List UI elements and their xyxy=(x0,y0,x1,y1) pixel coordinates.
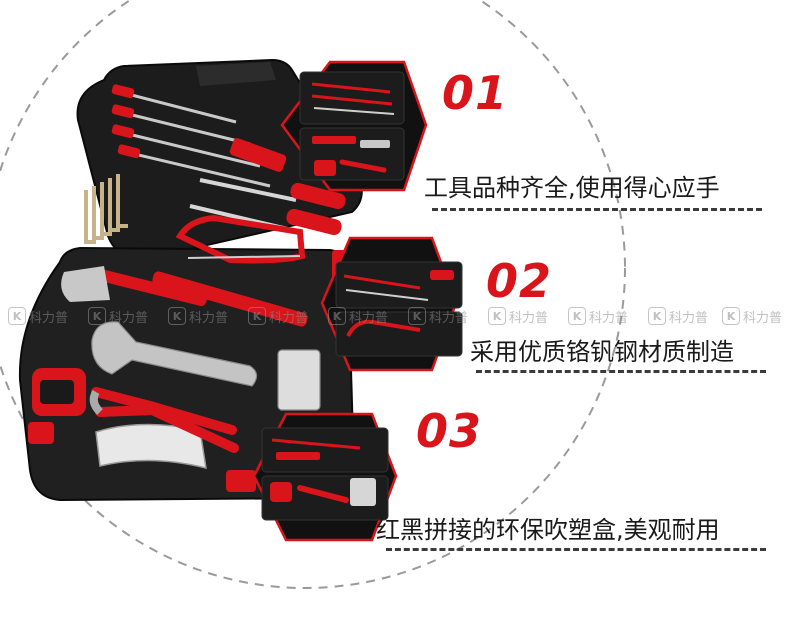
hexagon-detail-02 xyxy=(320,236,463,372)
pliers xyxy=(89,387,239,453)
feature-number-02: 02 xyxy=(486,254,553,308)
case-handle xyxy=(95,423,207,470)
watermark-logo-icon: K xyxy=(248,307,266,325)
hex-key-set xyxy=(84,174,128,244)
hacksaw xyxy=(175,214,306,264)
dashed-divider-02 xyxy=(476,370,766,373)
tape-measure xyxy=(32,368,86,416)
watermark-logo-icon: K xyxy=(88,307,106,325)
red-level xyxy=(152,271,308,327)
dashed-divider-01 xyxy=(432,208,762,211)
utility-knife xyxy=(229,138,287,172)
hexagon-detail-03 xyxy=(252,412,398,542)
watermark-logo-icon: K xyxy=(328,307,346,325)
dashed-divider-03 xyxy=(386,548,766,551)
case-upper-lid xyxy=(76,58,363,260)
watermark-logo-icon: K xyxy=(488,307,506,325)
feature-text-01: 工具品种齐全,使用得心应手 xyxy=(424,174,720,202)
case-lid-handle xyxy=(196,62,276,86)
red-latch-right xyxy=(226,470,256,492)
hexagon-detail-01 xyxy=(280,60,428,192)
watermark-logo-icon: K xyxy=(408,307,426,325)
feature-number-01: 01 xyxy=(442,66,509,120)
bit-box xyxy=(277,349,321,411)
watermark-logo-icon: K xyxy=(8,307,26,325)
dashed-circle-decoration xyxy=(0,0,626,589)
claw-hammer xyxy=(61,266,207,307)
watermark-logo-icon: K xyxy=(648,307,666,325)
feature-text-02: 采用优质铬钒钢材质制造 xyxy=(470,338,734,366)
watermark-logo-icon: K xyxy=(568,307,586,325)
feature-text-03: 红黑拼接的环保吹塑盒,美观耐用 xyxy=(376,516,720,544)
watermark-logo-icon: K xyxy=(168,307,186,325)
watermark-logo-icon: K xyxy=(722,307,740,325)
feature-number-03: 03 xyxy=(416,404,483,458)
red-latch-left xyxy=(28,422,54,444)
